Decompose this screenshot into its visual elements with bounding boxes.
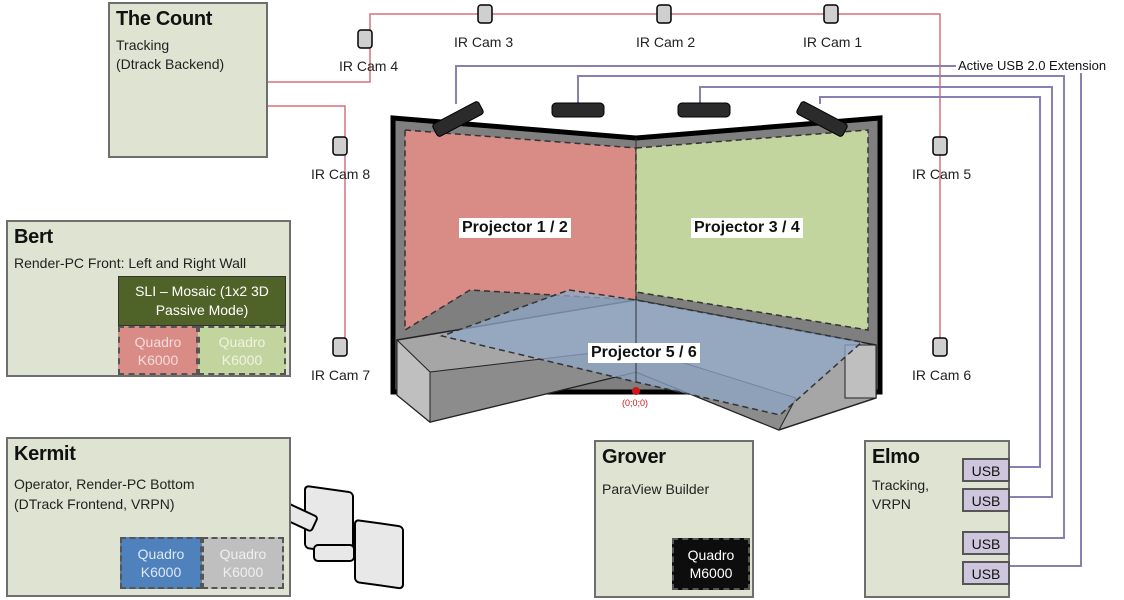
gpu-line-2: K6000 xyxy=(222,564,264,580)
node-title: The Count xyxy=(116,8,213,30)
gpu-line-2: M6000 xyxy=(689,565,733,581)
node-title: Grover xyxy=(602,446,666,468)
node-elmo: Elmo Tracking, VRPN USB USB USB USB xyxy=(864,440,1010,598)
node-role: Tracking, xyxy=(872,477,930,493)
node-role: Render-PC Front: Left and Right Wall xyxy=(14,255,247,271)
usb-port: USB xyxy=(962,561,1010,585)
projector-label-left: Projector 1 / 2 xyxy=(459,218,571,238)
camera-icon-2 xyxy=(656,4,672,24)
sli-mosaic-block: SLI – Mosaic (1x2 3D Passive Mode) xyxy=(118,276,286,326)
node-title: Bert xyxy=(14,226,53,248)
node-role: Tracking xyxy=(116,37,170,53)
node-the-count: The Count Tracking (Dtrack Backend) xyxy=(108,2,268,158)
camera-icon-3 xyxy=(477,4,493,24)
cave-structure xyxy=(390,115,883,431)
node-role: Operator, Render-PC Bottom xyxy=(14,476,195,492)
node-bert: Bert Render-PC Front: Left and Right Wal… xyxy=(6,220,291,377)
gpu-line-1: Quadro xyxy=(219,546,267,562)
gpu-line-1: Quadro xyxy=(137,546,185,562)
usb-port: USB xyxy=(962,488,1010,512)
node-role: ParaView Builder xyxy=(602,481,710,497)
camera-icon-1 xyxy=(823,4,839,24)
origin-marker xyxy=(632,387,640,395)
gpu-line-1: Quadro xyxy=(218,333,266,350)
usb-port: USB xyxy=(962,531,1010,555)
node-detail: (DTrack Frontend, VRPN) xyxy=(14,496,175,512)
camera-icon-8 xyxy=(332,136,348,156)
camera-icon-7 xyxy=(332,337,348,357)
camera-label: IR Cam 6 xyxy=(912,367,972,383)
projector-icons xyxy=(432,101,848,137)
node-detail: (Dtrack Backend) xyxy=(116,56,225,72)
tracking-wires xyxy=(268,13,941,340)
camera-label: IR Cam 1 xyxy=(803,34,863,50)
camera-icon-4 xyxy=(357,29,373,49)
gpu-line-2: K6000 xyxy=(221,351,263,368)
camera-label: IR Cam 8 xyxy=(311,166,371,182)
camera-label: IR Cam 7 xyxy=(311,367,371,383)
usb-port: USB xyxy=(962,458,1010,482)
camera-label: IR Cam 2 xyxy=(636,34,696,50)
sli-line-1: SLI – Mosaic (1x2 3D xyxy=(135,283,269,299)
node-title: Elmo xyxy=(872,446,920,468)
camera-icon-6 xyxy=(932,337,948,357)
camera-label: IR Cam 3 xyxy=(454,34,514,50)
camera-label: IR Cam 5 xyxy=(912,166,972,182)
origin-label: (0;0;0) xyxy=(622,398,649,408)
gpu-line-2: K6000 xyxy=(140,564,182,580)
gpu-line-1: Quadro xyxy=(687,547,735,563)
sli-line-2: Passive Mode) xyxy=(155,302,249,318)
projector-label-floor: Projector 5 / 6 xyxy=(588,343,700,363)
gpu-line-1: Quadro xyxy=(134,333,182,350)
node-detail: VRPN xyxy=(872,496,911,512)
usb-extension-label: Active USB 2.0 Extension xyxy=(956,58,1109,73)
camera-icon-5 xyxy=(932,136,948,156)
projector-label-right: Projector 3 / 4 xyxy=(691,218,803,238)
node-title: Kermit xyxy=(14,443,76,465)
gpu-line-2: K6000 xyxy=(137,351,179,368)
node-kermit: Kermit Operator, Render-PC Bottom (DTrac… xyxy=(6,437,291,597)
camera-label: IR Cam 4 xyxy=(339,58,399,74)
